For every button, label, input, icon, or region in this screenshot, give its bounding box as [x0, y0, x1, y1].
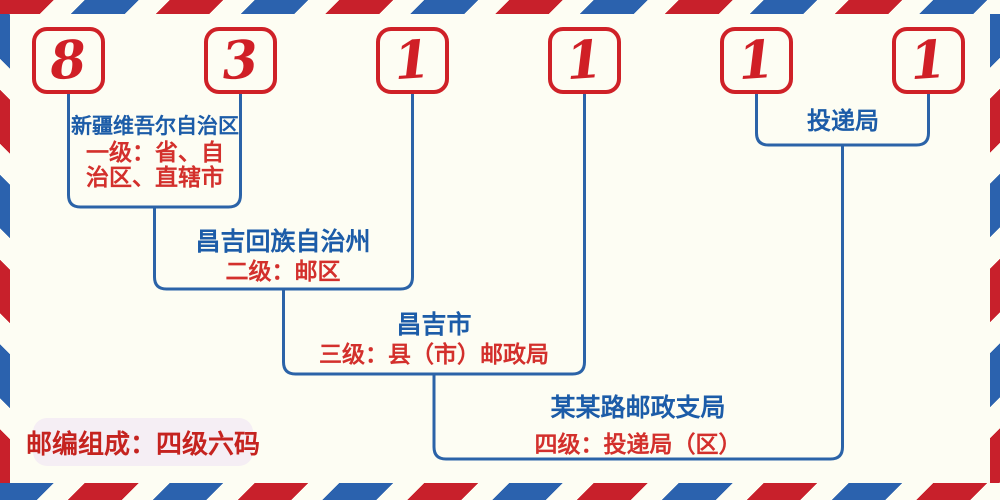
digit-1: 8	[48, 28, 89, 92]
composition-label: 邮编组成：四级六码	[26, 418, 260, 466]
digit-box-4: 1	[548, 27, 621, 94]
label-level1: 新疆维吾尔自治区 一级：省、自 治区、直辖市	[55, 113, 255, 190]
airmail-border-left	[0, 14, 10, 483]
digit-box-5: 1	[720, 27, 793, 94]
airmail-border-right	[990, 14, 1000, 483]
airmail-border-bottom	[0, 483, 1000, 500]
digit-box-6: 1	[892, 27, 965, 94]
airmail-border-top	[0, 0, 1000, 14]
label-delivery-office: 投递局	[768, 108, 918, 136]
digit-5: 1	[736, 28, 777, 92]
bracket-level4-line	[432, 145, 844, 461]
digit-4: 1	[564, 28, 605, 92]
digit-6: 1	[908, 28, 949, 92]
composition-label-text: 邮编组成：四级六码	[26, 429, 261, 459]
level2-desc: 二级：邮区	[225, 259, 341, 284]
level3-name: 昌吉市	[396, 312, 472, 339]
digit-box-3: 1	[376, 27, 449, 94]
digit-box-2: 3	[204, 27, 277, 94]
level4-name: 某某路邮政支局	[550, 395, 726, 422]
digit-box-1: 8	[32, 27, 105, 94]
level1-desc-line2: 治区、直辖市	[86, 165, 224, 190]
label-level4: 某某路邮政支局 四级：投递局（区）	[488, 393, 788, 458]
digit-3: 1	[392, 28, 433, 92]
level2-name: 昌吉回族自治州	[195, 229, 371, 256]
delivery-office-name: 投递局	[807, 109, 879, 135]
level4-desc: 四级：投递局（区）	[534, 432, 742, 457]
level1-desc-line1: 一级：省、自	[86, 140, 224, 165]
label-level3: 昌吉市 三级：县（市）邮政局	[309, 310, 559, 368]
level1-name: 新疆维吾尔自治区	[71, 114, 239, 138]
label-level2: 昌吉回族自治州 二级：邮区	[183, 227, 383, 285]
level3-desc: 三级：县（市）邮政局	[319, 342, 549, 367]
digit-2: 3	[220, 28, 261, 92]
